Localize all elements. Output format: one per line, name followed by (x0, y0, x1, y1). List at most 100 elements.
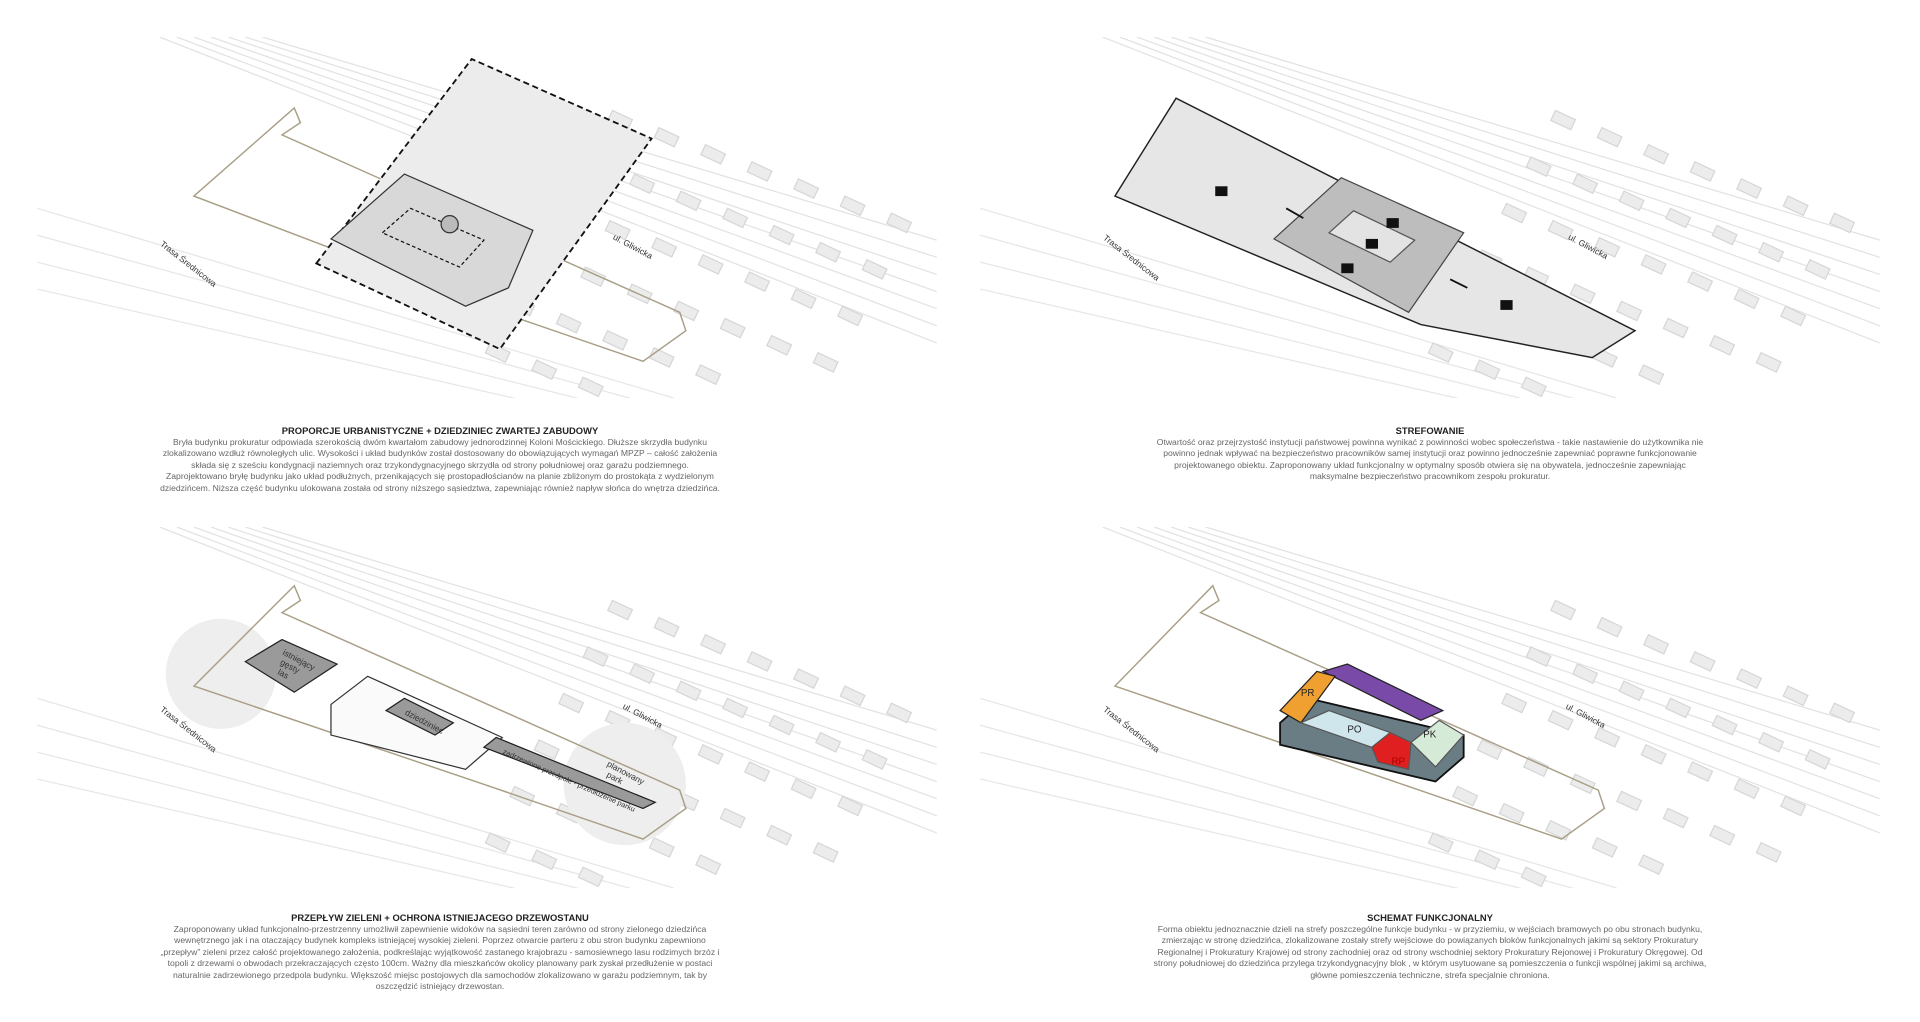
house-block (577, 866, 604, 888)
house-block (1571, 663, 1599, 685)
building-block (329, 173, 534, 307)
house-block (1755, 351, 1782, 373)
house-block (1640, 254, 1667, 275)
house-block (628, 663, 656, 685)
rail-track-line (210, 527, 937, 783)
zone-rp (1371, 731, 1412, 771)
lock-icons (1215, 186, 1513, 310)
house-block (1571, 173, 1599, 195)
house-block (1476, 739, 1503, 761)
house-block (1757, 241, 1785, 263)
house-block (719, 807, 746, 829)
caption-title: STREFOWANIE (1395, 425, 1465, 436)
diagram-urban-proportions: Trasa Średnicowa ul. Gliwicka (37, 37, 937, 398)
house-block (1569, 283, 1596, 305)
rail-track-line (193, 527, 937, 800)
house-block (885, 212, 913, 234)
house-block (746, 161, 773, 182)
house-block (531, 849, 558, 871)
house-block (582, 646, 609, 668)
house-block (1525, 646, 1552, 668)
rail-track-line (1153, 527, 1880, 783)
road-line (37, 724, 632, 888)
house-block (861, 748, 888, 770)
caption-4: SCHEMAT FUNKCJONALNY Forma obiektu jedno… (1150, 912, 1710, 981)
road-line (37, 751, 579, 888)
house-block (1545, 819, 1572, 841)
road-line (980, 778, 1459, 888)
diagram-functional-scheme: PR PO PK RP Trasa Średnicowa ul. Gliwick… (980, 527, 1880, 888)
house-block (577, 376, 604, 398)
house-block (1689, 161, 1716, 182)
house-block (1474, 359, 1501, 381)
house-block (675, 680, 702, 702)
house-block (744, 271, 771, 293)
house-block (484, 832, 511, 854)
house-block (1828, 212, 1856, 234)
house-block (719, 317, 746, 339)
house-block (1596, 616, 1623, 638)
house-block (1523, 756, 1550, 778)
house-block (790, 288, 817, 310)
courtyard-area (384, 697, 455, 736)
house-block (1780, 795, 1807, 817)
house-block (697, 744, 724, 765)
house-block (1594, 726, 1621, 748)
house-block (1782, 195, 1809, 217)
house-block (1664, 207, 1692, 229)
house-block (1501, 202, 1528, 224)
house-block (1782, 685, 1809, 707)
zone-pk-purple-wing (1321, 663, 1445, 722)
house-block (580, 266, 607, 288)
house-block (814, 241, 842, 263)
road-label-west: Trasa Średnicowa (1101, 232, 1162, 283)
house-block (861, 258, 888, 280)
house-block (1735, 668, 1763, 690)
house-block (1640, 744, 1667, 765)
house-block (1662, 807, 1689, 829)
house-block (766, 824, 793, 846)
house-block (1733, 778, 1760, 800)
house-block (699, 633, 727, 655)
house-block (1547, 709, 1574, 731)
road-line (980, 261, 1522, 398)
house-block (1591, 837, 1618, 858)
road-line (37, 234, 632, 398)
caption-2: STREFOWANIE Otwartość oraz przejrzystość… (1150, 425, 1710, 483)
diagram-zoning: Trasa Średnicowa ul. Gliwicka (980, 37, 1880, 398)
road-line (980, 288, 1459, 398)
axonometric-drawing: Trasa Średnicowa ul. Gliwicka (980, 37, 1880, 398)
diagram-green-flow: istniejącygęstylas dziedziniec zadrzewio… (37, 527, 937, 888)
house-block (1638, 364, 1665, 386)
house-block (885, 702, 913, 724)
house-block (1687, 271, 1714, 293)
road-line (980, 751, 1522, 888)
house-block (1547, 219, 1574, 241)
house-block (1711, 714, 1738, 736)
house-block (1804, 258, 1831, 280)
site-outline (192, 106, 687, 363)
house-block (1804, 748, 1831, 770)
context-linework (980, 527, 1880, 888)
rail-track-line (1205, 37, 1880, 241)
zone-label-pr: PR (1301, 688, 1315, 699)
house-block (744, 761, 771, 783)
house-block (604, 219, 631, 241)
caption-text: Bryła budynku prokuratur odpowiada szero… (160, 437, 720, 493)
house-block (1616, 300, 1643, 322)
house-block (653, 616, 680, 638)
house-block (1498, 802, 1525, 824)
rail-track-line (262, 527, 937, 731)
rail-track-line (1119, 37, 1880, 327)
house-block (839, 195, 866, 217)
house-block (1642, 143, 1670, 165)
house-block (531, 359, 558, 381)
house-block (1711, 224, 1738, 246)
road-line (37, 261, 579, 398)
caption-1: PROPORCJE URBANISTYCZNE + DZIEDZINIEC ZW… (160, 425, 720, 494)
zone-label-po: PO (1347, 725, 1362, 736)
axonometric-drawing: PR PO PK RP Trasa Średnicowa ul. Gliwick… (980, 527, 1880, 888)
house-block (602, 329, 629, 351)
road-line (980, 697, 1617, 888)
house-block (1594, 236, 1621, 258)
